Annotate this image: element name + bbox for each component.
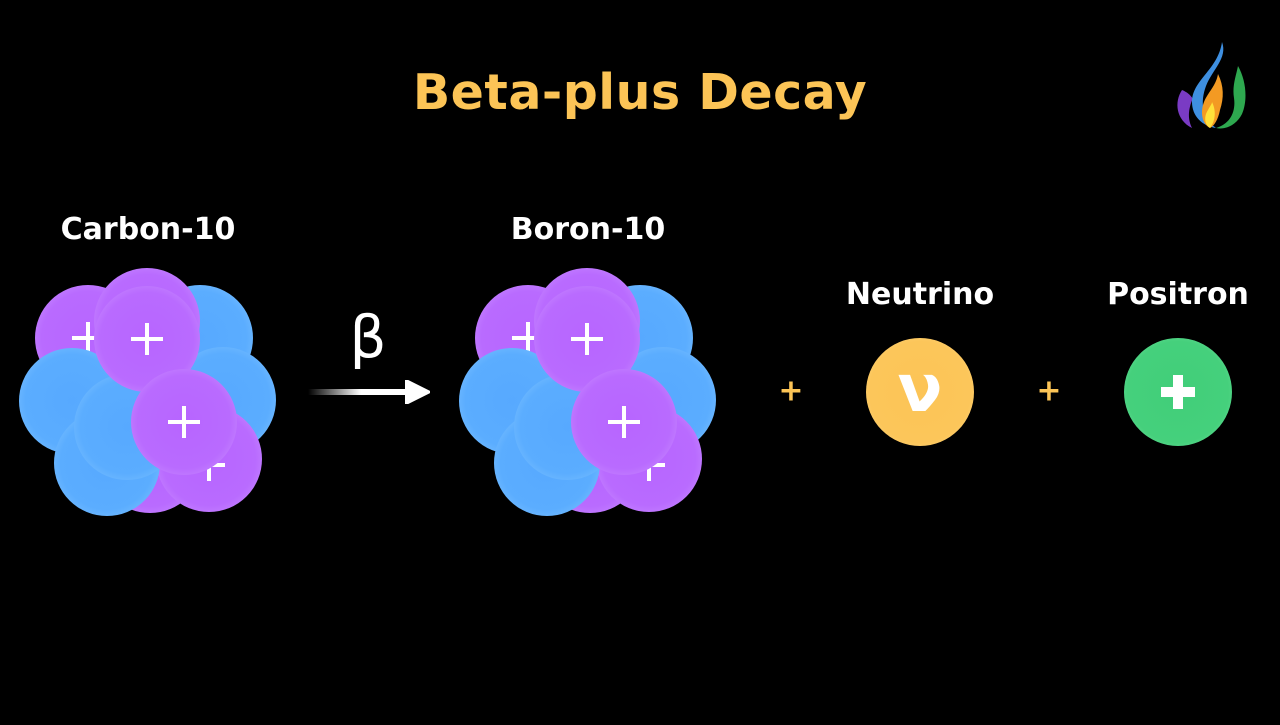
nu-symbol: ν bbox=[897, 350, 943, 427]
proton bbox=[131, 369, 237, 475]
positron-label: Positron bbox=[1107, 277, 1249, 312]
reaction-arrow-icon bbox=[308, 380, 430, 404]
neutrino-label: Neutrino bbox=[845, 277, 995, 312]
positron-particle bbox=[1124, 338, 1232, 446]
beta-symbol: β bbox=[349, 303, 387, 371]
neutrino-particle: ν bbox=[866, 338, 974, 446]
carbon-10-nucleus bbox=[0, 260, 290, 530]
boron-10-nucleus bbox=[440, 260, 730, 530]
proton bbox=[571, 369, 677, 475]
plus-operator: + bbox=[1036, 373, 1062, 409]
reactant-label: Carbon-10 bbox=[60, 212, 236, 247]
flame-logo-icon bbox=[1177, 42, 1246, 129]
product-label: Boron-10 bbox=[510, 212, 666, 247]
page-title: Beta-plus Decay bbox=[412, 64, 868, 121]
plus-icon bbox=[1161, 375, 1195, 409]
plus-operator: + bbox=[778, 373, 804, 409]
